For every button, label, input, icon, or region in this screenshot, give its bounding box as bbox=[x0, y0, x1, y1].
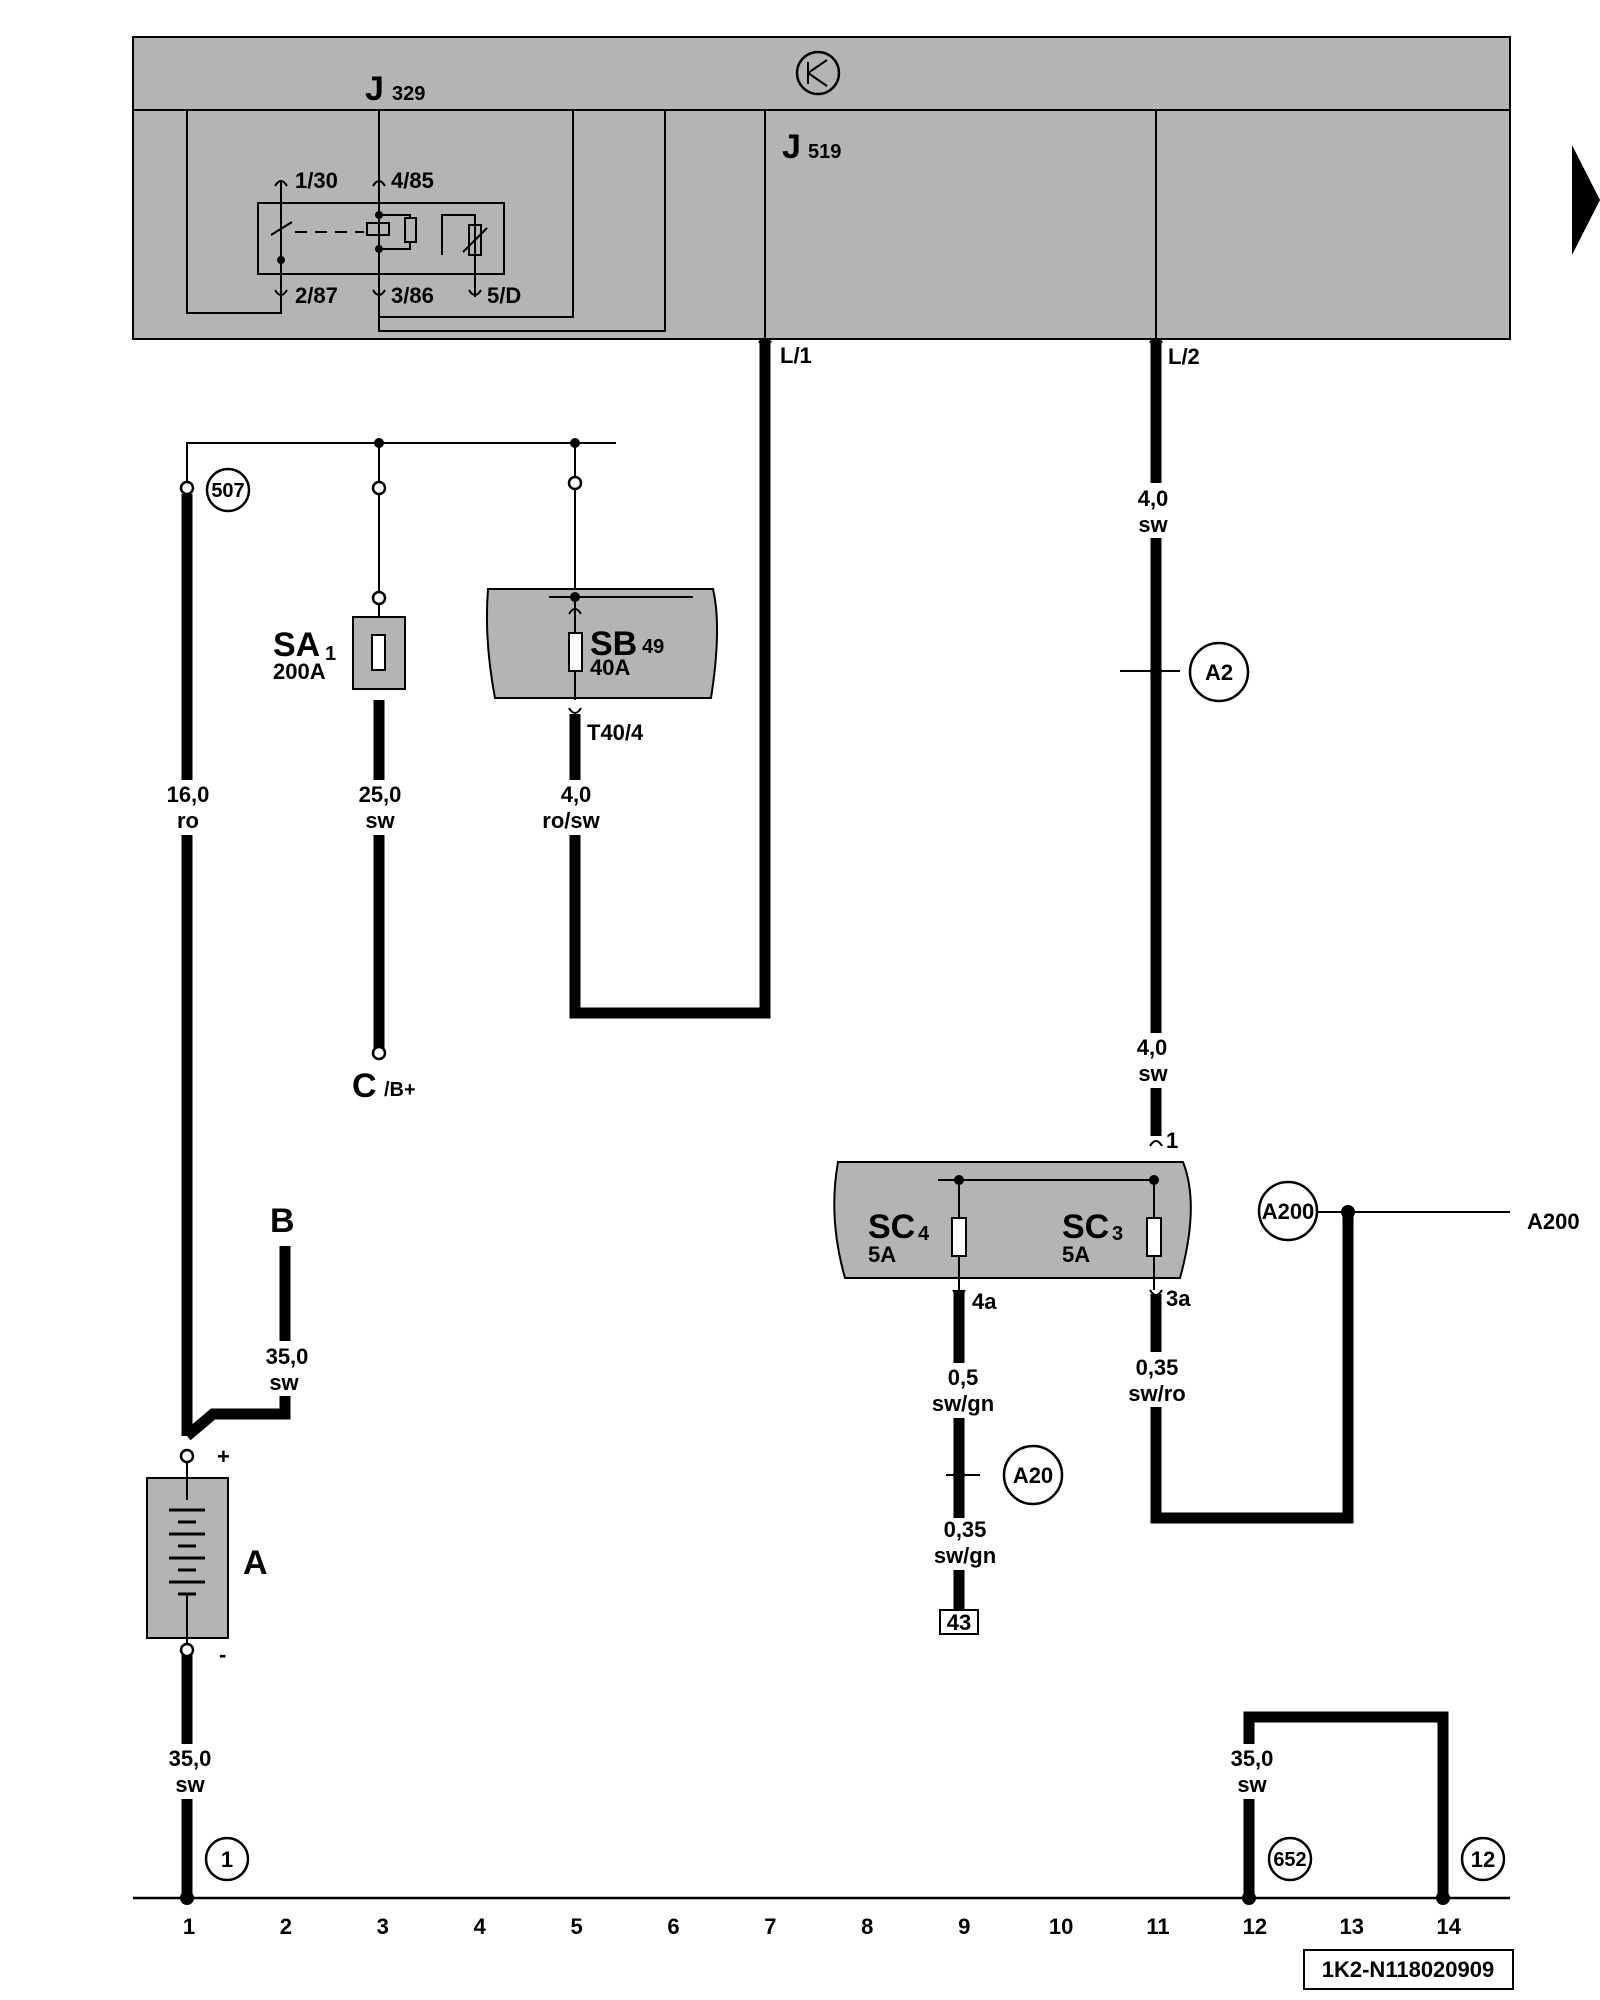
circle-a20: A20 bbox=[1013, 1463, 1053, 1488]
pin-1-30: 1/30 bbox=[295, 168, 338, 193]
wire-25-size: 25,0 bbox=[359, 782, 402, 807]
wire-4sw-top-color: sw bbox=[1138, 512, 1168, 537]
wire-16-size: 16,0 bbox=[167, 782, 210, 807]
circle-a200: A200 bbox=[1262, 1199, 1315, 1224]
ground-number-11: 11 bbox=[1146, 1914, 1169, 1939]
circle-labels: 507 A2 A200 A20 1 652 12 bbox=[204, 467, 1506, 1882]
ground-symbol-icon bbox=[795, 50, 841, 96]
wire-05-size: 0,5 bbox=[948, 1365, 979, 1390]
circle-652: 652 bbox=[1273, 1849, 1306, 1871]
pin-l2: L/2 bbox=[1168, 344, 1200, 369]
wire-35-r-size: 35,0 bbox=[1231, 1746, 1274, 1771]
fuse-sc3-rating: 5A bbox=[1062, 1242, 1090, 1267]
fuse-sa-sub: 1 bbox=[325, 643, 336, 665]
ground-number-9: 9 bbox=[958, 1914, 970, 1939]
wire-35-gnd-size: 35,0 bbox=[169, 1746, 212, 1771]
fuse-sc4-rating: 5A bbox=[868, 1242, 896, 1267]
pin-3a: 3a bbox=[1166, 1286, 1191, 1311]
wire-25-color: sw bbox=[365, 808, 395, 833]
wire-035b-size: 0,35 bbox=[1136, 1355, 1179, 1380]
c-label: C bbox=[352, 1067, 377, 1105]
relay-label: J bbox=[365, 70, 384, 108]
fuse-sb-name: SB bbox=[590, 625, 637, 663]
ground-number-12: 12 bbox=[1243, 1914, 1267, 1939]
battery-label: A bbox=[243, 1544, 268, 1582]
continuation-arrow-icon bbox=[1572, 145, 1600, 255]
pin-3-86: 3/86 bbox=[391, 283, 434, 308]
ref-43-box bbox=[939, 1609, 979, 1635]
pin-sc-in: 1 bbox=[1166, 1128, 1178, 1153]
top-module bbox=[132, 36, 1511, 340]
pin-2-87: 2/87 bbox=[295, 283, 338, 308]
wire-16-color: ro bbox=[177, 808, 199, 833]
module-sub: 519 bbox=[808, 141, 841, 163]
ground-number-3: 3 bbox=[377, 1914, 389, 1939]
pin-5-d: 5/D bbox=[487, 283, 521, 308]
ground-number-6: 6 bbox=[667, 1914, 679, 1939]
ground-number-2: 2 bbox=[280, 1914, 292, 1939]
relay-j329: J 329 1/30 4/85 2/87 3/86 5/D bbox=[186, 70, 666, 332]
wire-035a-color-2: sw/gn bbox=[934, 1543, 996, 1568]
relay-sub: 329 bbox=[392, 83, 425, 105]
fuse-box-sc: SC 4 5A SC 3 5A 4a 3a 1 bbox=[833, 1128, 1192, 1314]
battery-minus: - bbox=[219, 1642, 226, 1667]
wire-4sw-top-size: 4,0 bbox=[1138, 486, 1169, 511]
wire-05-color: sw/gn bbox=[932, 1391, 994, 1416]
wire-35-b-color: sw bbox=[269, 1370, 299, 1395]
circle-1: 1 bbox=[221, 1847, 233, 1872]
wire-4rosw-size: 4,0 bbox=[561, 782, 592, 807]
circle-12: 12 bbox=[1471, 1847, 1495, 1872]
wire-35-b-size: 35,0 bbox=[266, 1344, 309, 1369]
fuse-sc4-sub: 4 bbox=[918, 1223, 930, 1245]
ground-number-13: 13 bbox=[1340, 1914, 1364, 1939]
fuse-sc3-name: SC bbox=[1062, 1208, 1109, 1246]
a200-ref: A200 bbox=[1527, 1209, 1580, 1234]
pin-4-85: 4/85 bbox=[391, 168, 434, 193]
wire-35-r-color: sw bbox=[1237, 1772, 1267, 1797]
circle-a2: A2 bbox=[1205, 660, 1233, 685]
ground-number-7: 7 bbox=[764, 1914, 776, 1939]
doc-id-box bbox=[1303, 1949, 1514, 1990]
wire-035b-color: sw/ro bbox=[1128, 1381, 1185, 1406]
wire-035a-size-2: 0,35 bbox=[944, 1517, 987, 1542]
fuse-sb-sub: 49 bbox=[642, 636, 664, 658]
fuse-sb49: SB 49 40A T40/4 bbox=[485, 588, 719, 745]
fuse-sc4-name: SC bbox=[868, 1208, 915, 1246]
wire-4sw-bot-color: sw bbox=[1138, 1061, 1168, 1086]
pin-markers bbox=[274, 180, 1163, 1296]
pin-4a: 4a bbox=[972, 1289, 997, 1314]
fuse-sc3-sub: 3 bbox=[1112, 1223, 1123, 1245]
ground-number-10: 10 bbox=[1049, 1914, 1073, 1939]
fuse-sa-name: SA bbox=[273, 626, 320, 664]
circle-507: 507 bbox=[211, 480, 244, 502]
c-sub: /B+ bbox=[384, 1079, 416, 1101]
doc-id: 1K2-N118020909 bbox=[1322, 1957, 1494, 1982]
ground-number-8: 8 bbox=[861, 1914, 873, 1939]
fuse-sa-rating: 200A bbox=[273, 659, 326, 684]
pin-l1: L/1 bbox=[780, 343, 812, 368]
wire-4sw-bot-size: 4,0 bbox=[1137, 1035, 1168, 1060]
module-label: J bbox=[782, 128, 801, 166]
fuse-sa1: SA 1 200A bbox=[273, 598, 406, 690]
pin-t40-4: T40/4 bbox=[587, 720, 644, 745]
ground-number-1: 1 bbox=[183, 1914, 195, 1939]
ref-43: 43 bbox=[947, 1610, 971, 1635]
ground-number-4: 4 bbox=[474, 1914, 487, 1939]
wire-35-gnd-color: sw bbox=[175, 1772, 205, 1797]
battery-plus: + bbox=[217, 1444, 230, 1469]
battery-a: A + - bbox=[146, 1444, 268, 1667]
wire-4rosw-color: ro/sw bbox=[542, 808, 600, 833]
ground-number-5: 5 bbox=[570, 1914, 582, 1939]
ground-number-14: 14 bbox=[1436, 1914, 1461, 1939]
b-label: B bbox=[270, 1202, 295, 1240]
fuse-sb-rating: 40A bbox=[590, 655, 630, 680]
